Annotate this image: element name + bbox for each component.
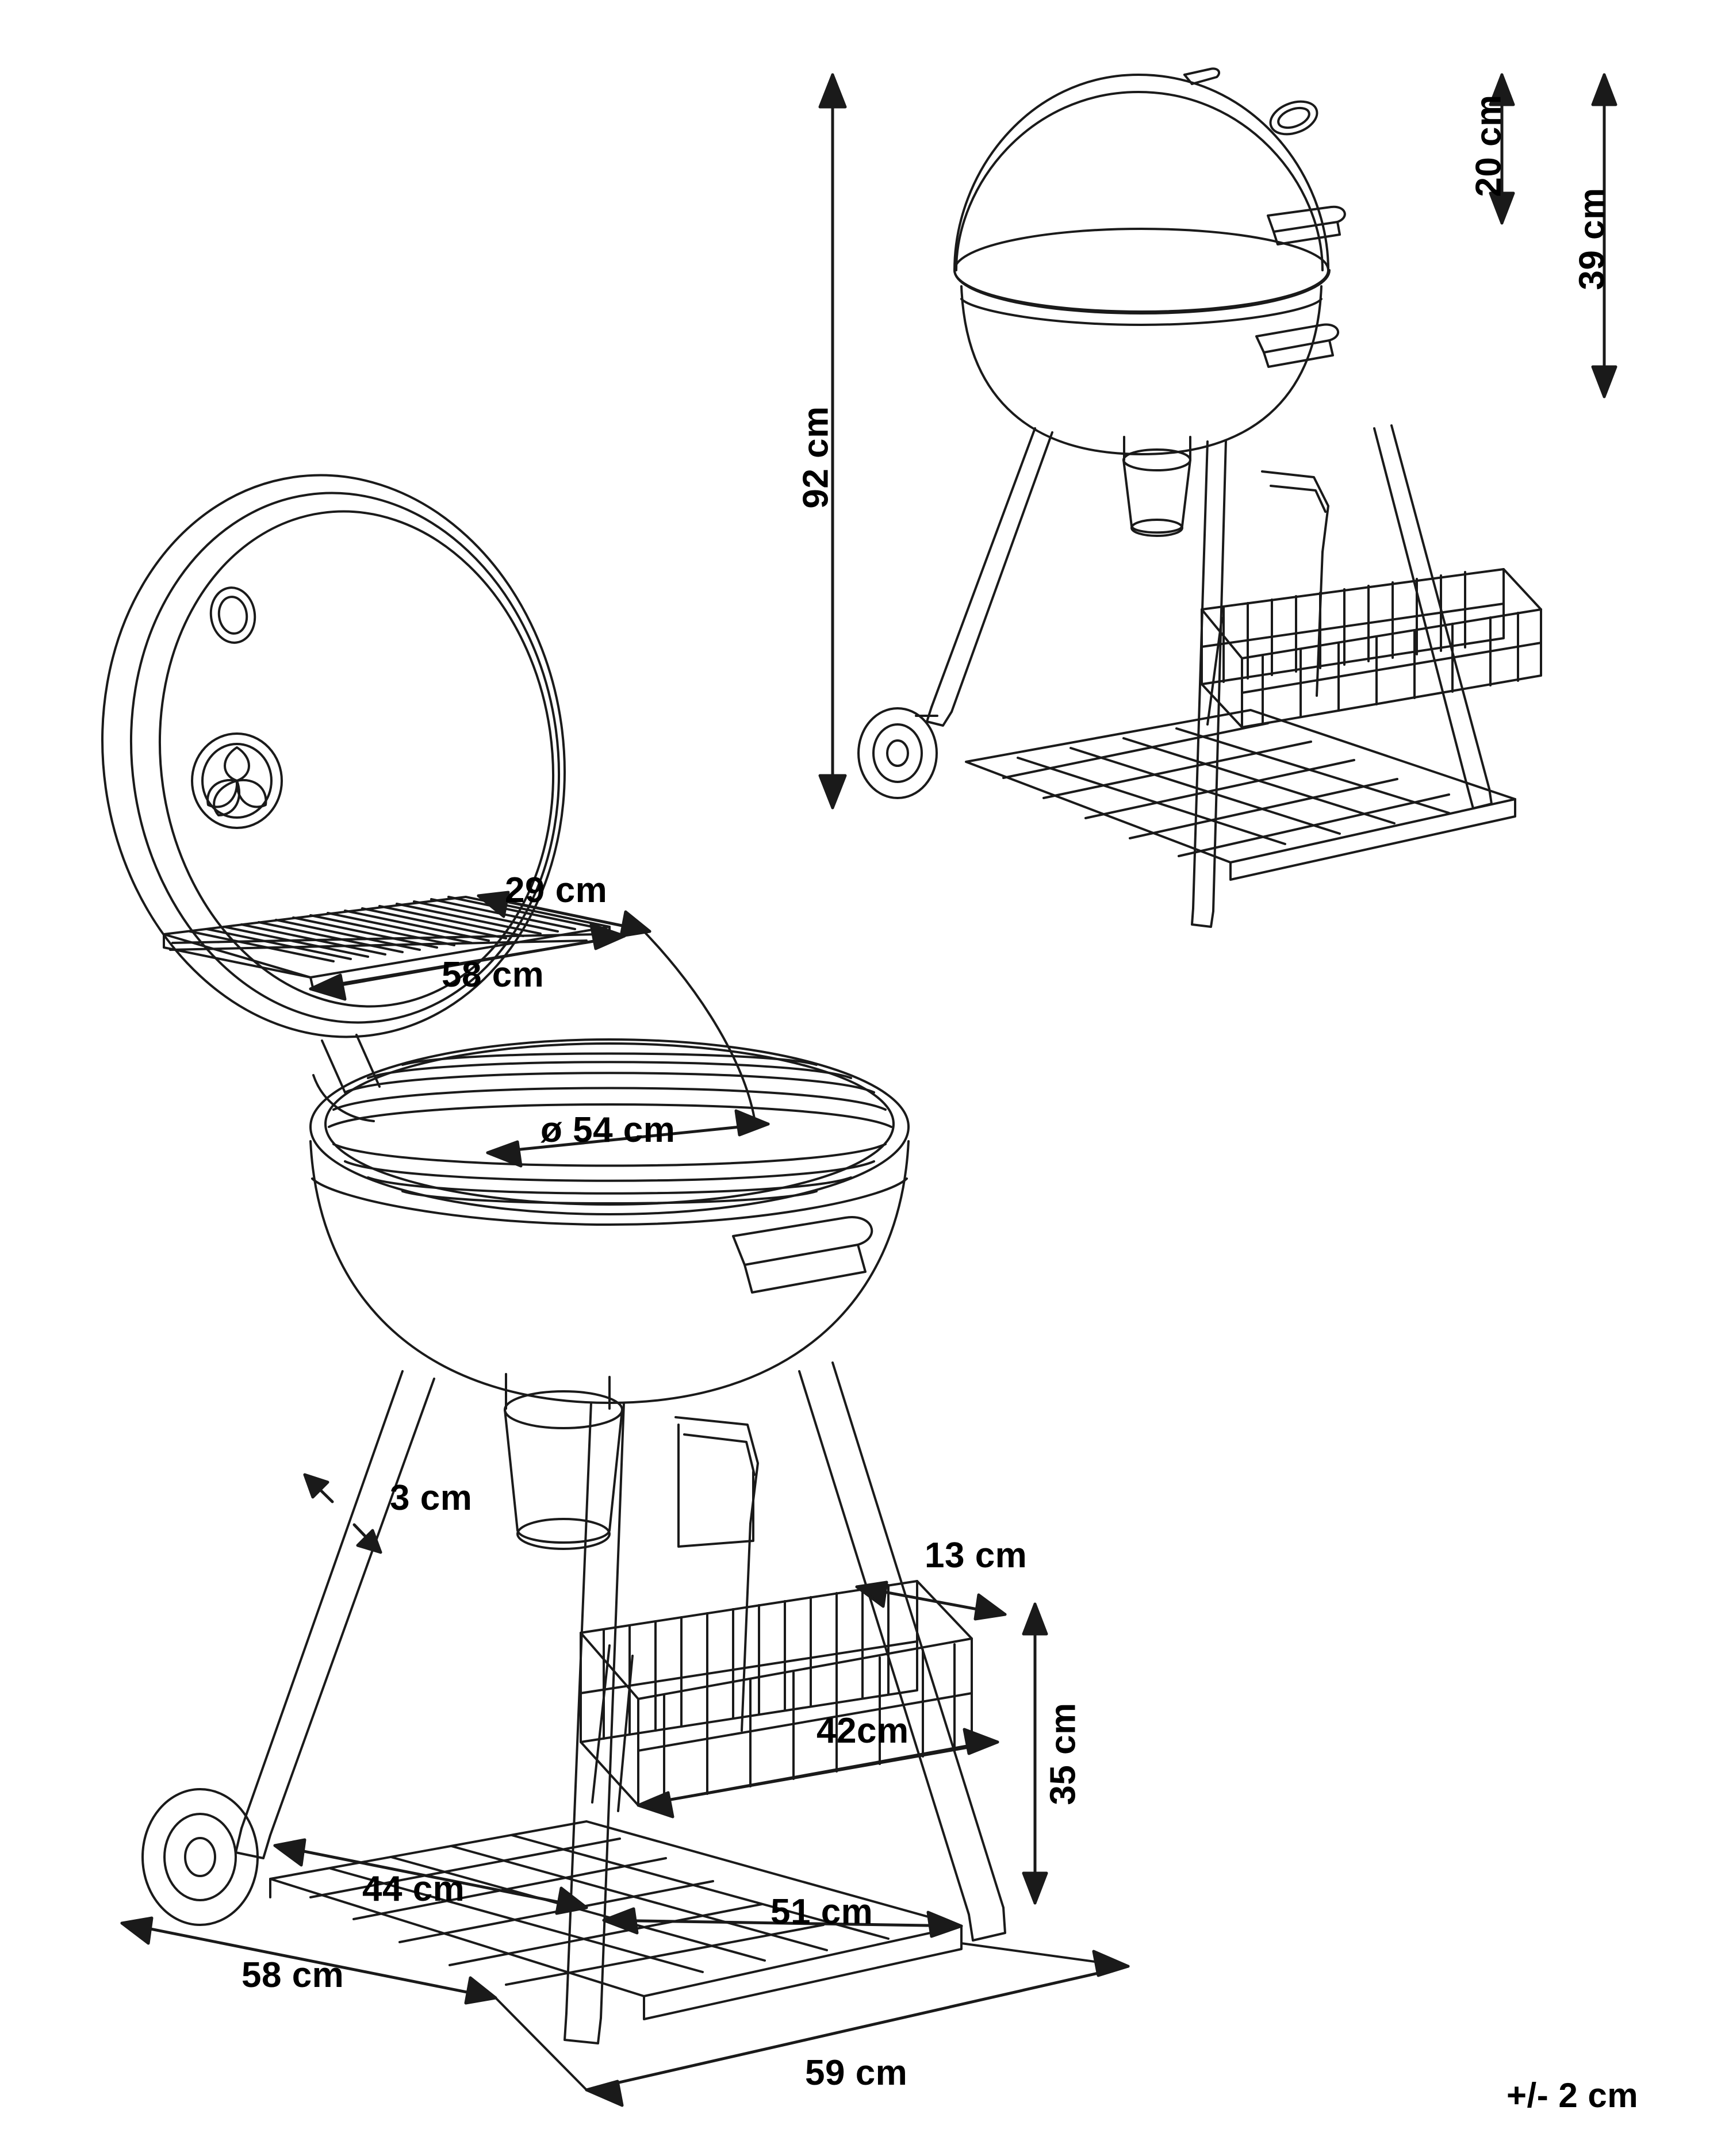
dimension-label-cooking-grate-diameter: ø 54 cm: [540, 1110, 676, 1150]
dimension-label-overall-height: 92 cm: [796, 406, 836, 509]
dimension-label-overall-width: 59 cm: [805, 2053, 908, 2093]
dimension-label-leg-diameter: 3 cm: [390, 1478, 473, 1518]
dimension-label-basket-height: 35 cm: [1043, 1702, 1083, 1805]
view-open-grill: [101, 474, 1006, 2044]
dimension-label-warming-grate-width: 58 cm: [442, 955, 545, 995]
dimension-label-bowl-lid-height: 39 cm: [1572, 187, 1612, 290]
dimension-label-overall-depth: 58 cm: [241, 1955, 344, 1995]
dimension-label-shelf-depth: 44 cm: [362, 1869, 465, 1909]
tolerance-note: +/- 2 cm: [1506, 2076, 1639, 2115]
dimension-label-shelf-width: 51 cm: [770, 1892, 873, 1932]
view-closed-grill: [857, 67, 1542, 928]
dimension-label-lid-height: 20 cm: [1469, 94, 1509, 197]
dimension-label-lid-grate-depth: 29 cm: [505, 870, 608, 910]
dimension-label-basket-width: 42cm: [816, 1711, 909, 1751]
dimension-label-basket-depth: 13 cm: [925, 1536, 1028, 1575]
dimension-lines: [120, 73, 1617, 2107]
